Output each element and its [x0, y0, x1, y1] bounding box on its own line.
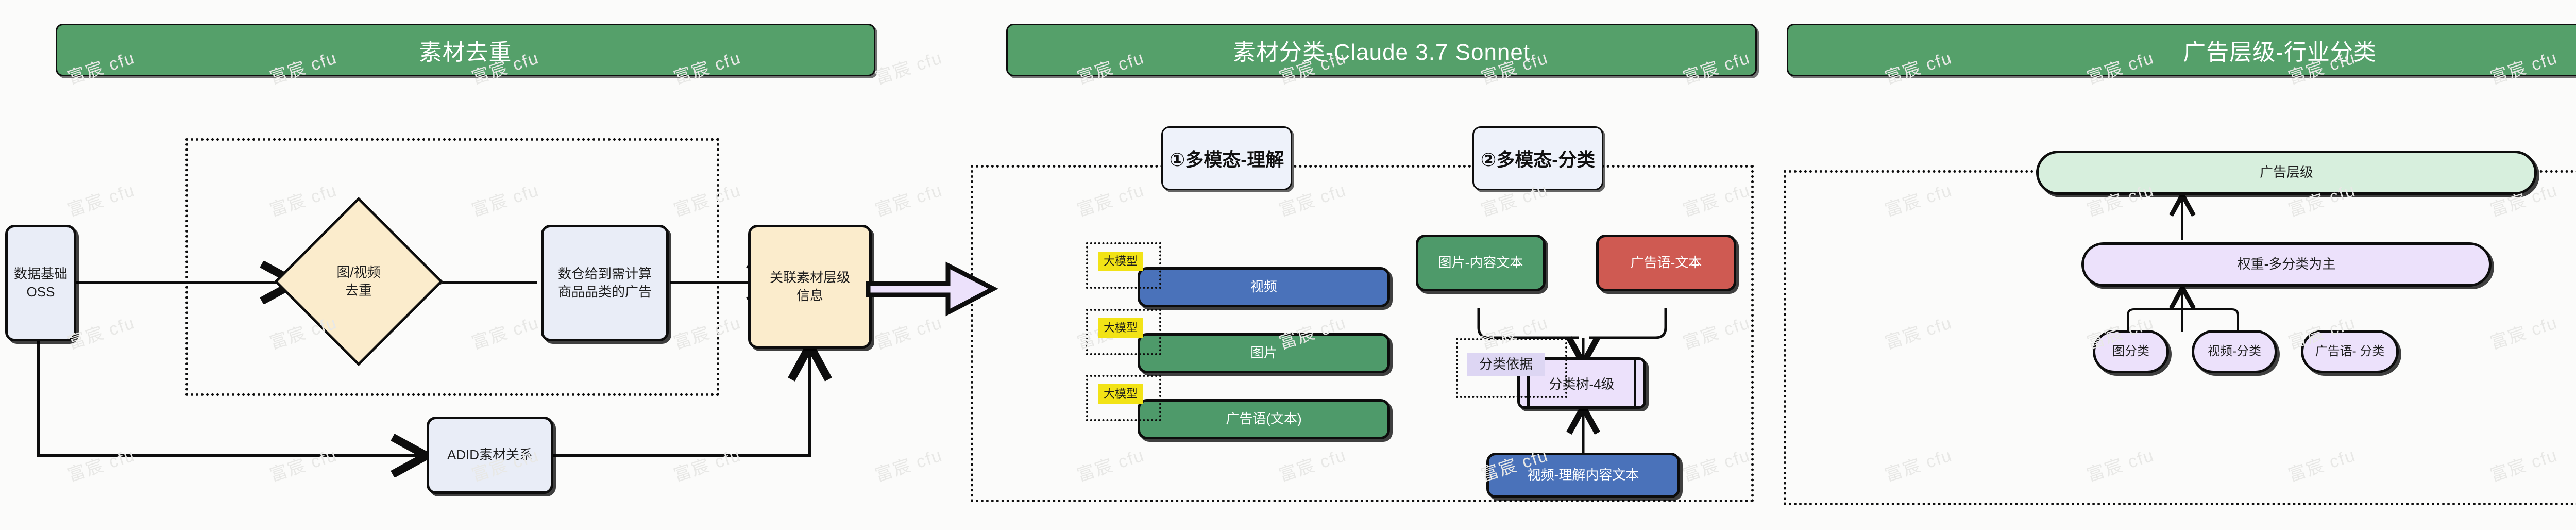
node-label: 视频	[1250, 279, 1277, 295]
node-label: 视频-理解内容文本	[1527, 467, 1639, 483]
node-label: 广告语(文本)	[1226, 411, 1302, 427]
node-label: 视频-分类	[2208, 344, 2261, 358]
tag-llm-ad-copy: 大模型	[1098, 384, 1143, 404]
tag-label: 大模型	[1103, 321, 1138, 334]
node-data-oss: 数据基础OSS	[5, 225, 76, 341]
node-label-line2: 商品品类的广告	[557, 284, 652, 300]
annotation-box-llm-image	[1086, 309, 1161, 355]
panel-title-dedup: 素材去重	[419, 40, 512, 65]
node-modality-ad-copy: 广告语(文本)	[1138, 399, 1390, 439]
group-caption-multimodal-understanding: ①多模态-理解	[1161, 126, 1292, 190]
node-label: 图片	[1250, 345, 1277, 361]
node-leaf-video-classification: 视频-分类	[2192, 330, 2277, 373]
node-leaf-image-classification: 图分类	[2093, 330, 2169, 373]
adlevel-dashed-region	[1784, 170, 2576, 505]
node-label-line2: 信息	[796, 288, 823, 303]
tag-llm-image: 大模型	[1098, 318, 1143, 338]
node-ad-copy-text: 广告语-文本	[1596, 235, 1736, 291]
node-modality-video: 视频	[1138, 267, 1390, 307]
annotation-box-llm-ad-copy	[1086, 375, 1161, 421]
node-video-understanding-text: 视频-理解内容文本	[1486, 453, 1680, 498]
node-label: 广告层级	[2259, 164, 2313, 180]
group-caption-label: ②多模态-分类	[1480, 149, 1596, 170]
panel-header-classify: 素材分类-Claude 3.7 Sonnet	[1006, 24, 1757, 76]
group-caption-multimodal-classification: ②多模态-分类	[1472, 126, 1603, 190]
group-caption-label: ①多模态-理解	[1169, 149, 1284, 170]
watermark-text: 富宸 cfu	[65, 445, 138, 486]
node-label: 图分类	[2112, 344, 2149, 358]
panel-title-classify: 素材分类-Claude 3.7 Sonnet	[1232, 40, 1531, 65]
classify-dashed-region	[971, 165, 1754, 502]
panel-header-dedup: 素材去重	[56, 24, 875, 76]
node-label: 分类树-4级	[1549, 376, 1615, 392]
node-link-material-level-info: 关联素材层级 信息	[748, 225, 872, 349]
node-label: 广告语-文本	[1630, 255, 1702, 271]
node-weight-multiclass: 权重-多分类为主	[2081, 242, 2492, 287]
panel-title-adlevel: 广告层级-行业分类	[2183, 40, 2377, 65]
dedup-dashed-region	[185, 138, 719, 396]
node-label-line1: 图/视频	[336, 264, 381, 280]
node-modality-image: 图片	[1138, 333, 1390, 373]
tag-label: 大模型	[1103, 254, 1138, 268]
transition-arrow-icon	[866, 261, 998, 317]
tag-classification-basis: 分类依据	[1467, 353, 1545, 376]
node-image-video-dedup: 图/视频 去重	[274, 196, 444, 367]
node-label: ADID素材关系	[447, 447, 533, 463]
node-adid-material-relation: ADID素材关系	[427, 417, 553, 494]
node-label: 数据基础OSS	[13, 266, 67, 300]
annotation-box-classification-basis	[1456, 338, 1567, 398]
node-warehouse-category-ads: 数仓给到需计算 商品品类的广告	[541, 225, 669, 341]
tag-llm-video: 大模型	[1098, 252, 1143, 271]
node-label-line2: 去重	[345, 283, 372, 298]
node-label-line1: 关联素材层级	[769, 269, 850, 285]
tag-label: 大模型	[1103, 387, 1138, 400]
node-label: 图片-内容文本	[1438, 255, 1523, 271]
tag-label: 分类依据	[1479, 356, 1533, 372]
annotation-box-llm-video	[1086, 242, 1161, 289]
node-label: 权重-多分类为主	[2237, 256, 2336, 272]
node-leaf-ad-copy-classification: 广告语- 分类	[2301, 330, 2399, 373]
panel-header-adlevel: 广告层级-行业分类	[1787, 24, 2576, 76]
node-label-line1: 数仓给到需计算	[557, 266, 652, 281]
node-label: 广告语- 分类	[2315, 344, 2385, 358]
node-image-content-text: 图片-内容文本	[1416, 235, 1546, 291]
node-ad-level: 广告层级	[2036, 151, 2537, 195]
